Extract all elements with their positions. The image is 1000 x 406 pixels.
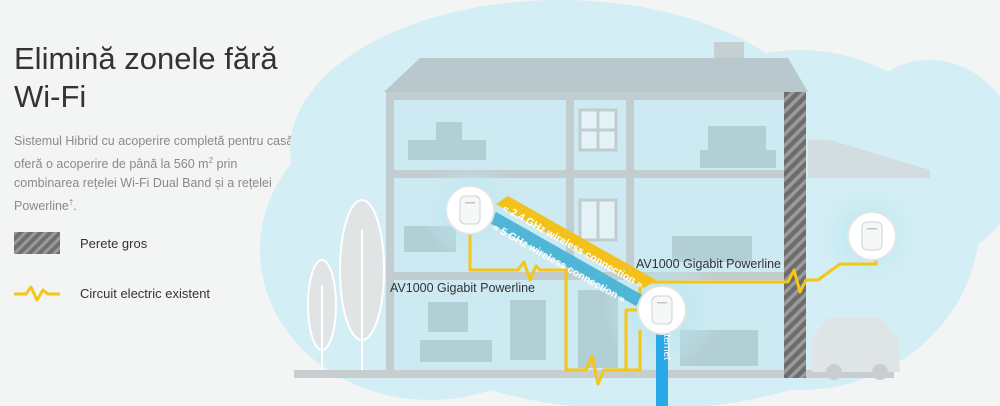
- description-text-2: prin combinarea rețelei Wi-Fi Dual Band …: [14, 157, 272, 214]
- description: Sistemul Hibrid cu acoperire completă pe…: [14, 132, 294, 216]
- powerline-right-label: AV1000 Gigabit Powerline: [636, 257, 781, 271]
- tree-icon: [307, 199, 385, 372]
- garage: [808, 140, 930, 380]
- internet-cable: [656, 318, 668, 406]
- mesh-unit-center: [637, 285, 687, 335]
- description-text: Sistemul Hibrid cu acoperire completă pe…: [14, 134, 294, 172]
- intro-panel: Elimină zonele fără Wi-Fi Sistemul Hibri…: [14, 40, 294, 216]
- title-line-1: Elimină zonele fără: [14, 41, 278, 76]
- title-line-2: Wi-Fi: [14, 79, 87, 114]
- electric-circuit: [468, 232, 878, 386]
- thick-wall: [784, 92, 806, 378]
- mesh-unit-left: [445, 185, 495, 235]
- description-end: .: [73, 199, 77, 214]
- internet-label: Internet: [661, 326, 672, 360]
- description-superscript: 2: [208, 156, 214, 165]
- legend-wall-label: Perete gros: [80, 235, 148, 251]
- page-title: Elimină zonele fără Wi-Fi: [14, 40, 294, 116]
- powerline-left-label: AV1000 Gigabit Powerline: [390, 281, 535, 295]
- electric-wire-icon: [14, 285, 60, 302]
- mesh-unit-right: [847, 211, 897, 261]
- hatched-wall-icon: [14, 232, 60, 254]
- legend-thick-wall: Perete gros: [14, 232, 147, 254]
- description-footnote: †: [68, 198, 74, 208]
- legend-circuit-label: Circuit electric existent: [80, 285, 211, 301]
- legend-electric-circuit: Circuit electric existent: [14, 282, 210, 304]
